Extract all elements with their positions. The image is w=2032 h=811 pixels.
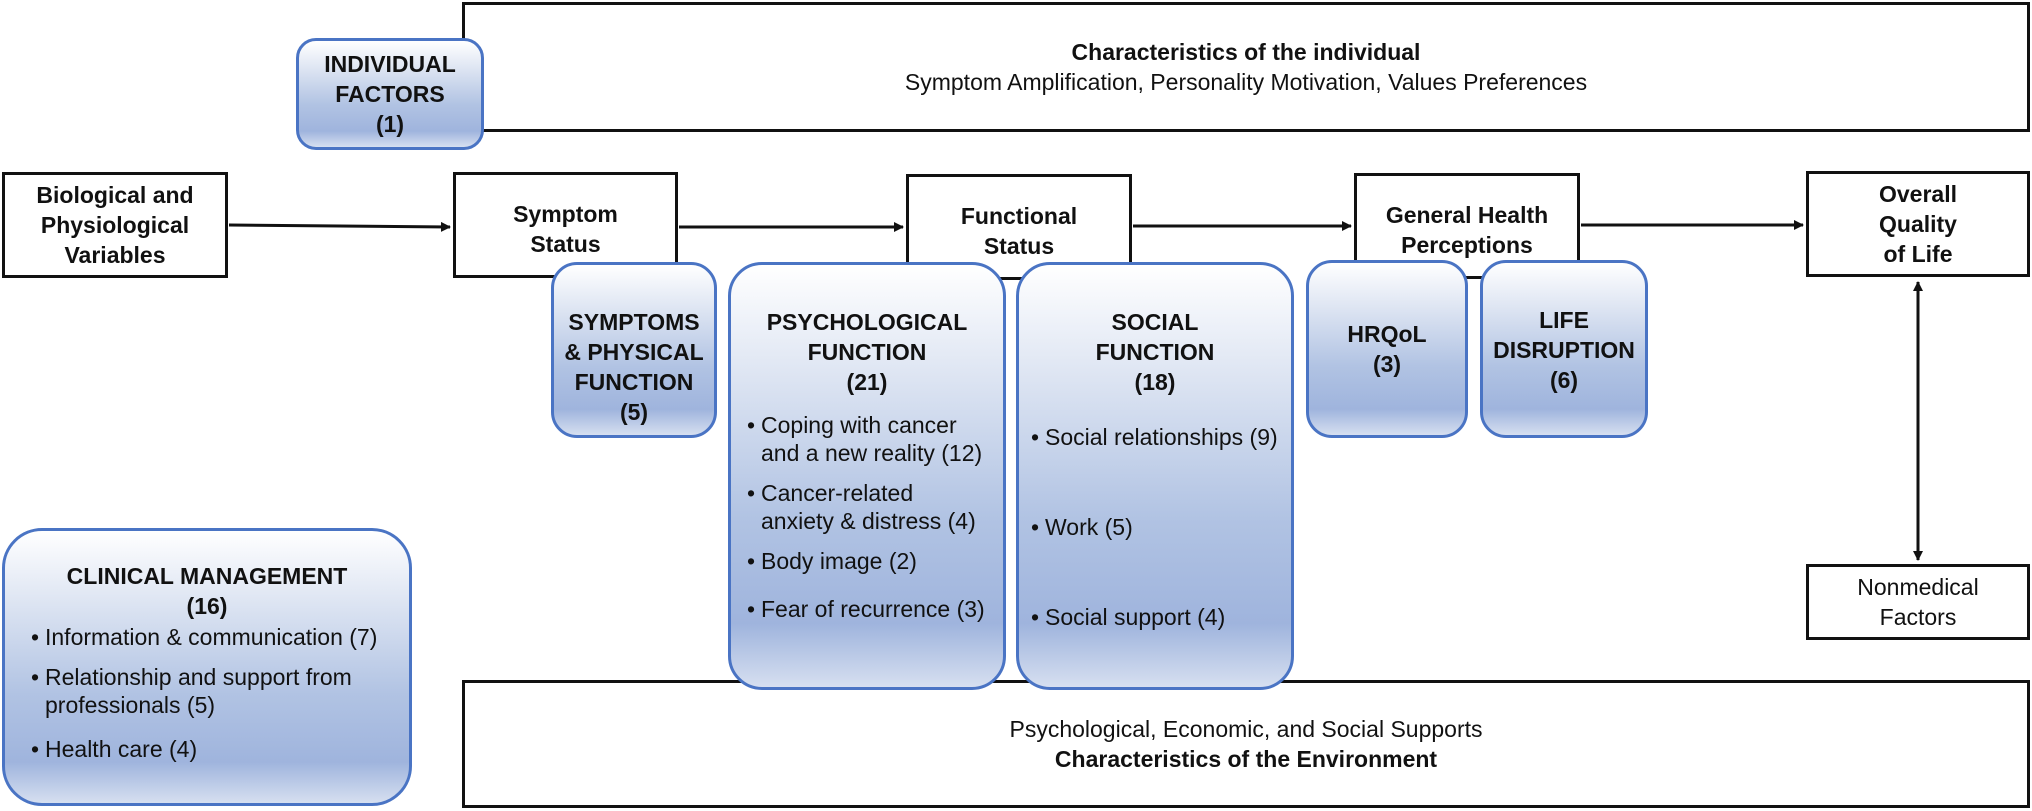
clinical-item-information: Information & communication (7) — [31, 623, 377, 651]
nonmedical-line1: Nonmedical — [1857, 574, 1979, 600]
arrow-bio-to-symptom — [228, 221, 451, 232]
social-function-theme: SOCIAL FUNCTION (18) Social relationship… — [1016, 262, 1294, 690]
hrqol-line1: HRQoL — [1347, 321, 1427, 347]
life-line2: DISRUPTION — [1493, 337, 1635, 363]
overall-line1: Overall — [1879, 181, 1957, 207]
individual-factors-theme: INDIVIDUAL FACTORS (1) — [296, 38, 484, 150]
hrqol-count: (3) — [1372, 351, 1402, 377]
bio-line3: Variables — [64, 242, 166, 268]
symptoms-line3: FUNCTION — [574, 369, 694, 395]
symptom-status-line2: Status — [530, 231, 601, 257]
social-line2: FUNCTION — [1095, 339, 1215, 365]
clinical-line1: CLINICAL MANAGEMENT — [66, 563, 348, 589]
hrqol-theme: HRQoL (3) — [1306, 260, 1468, 438]
psych-line1: PSYCHOLOGICAL — [766, 309, 968, 335]
symptoms-line1: SYMPTOMS — [568, 309, 700, 335]
individual-characteristics-title: Characteristics of the individual — [1071, 39, 1421, 65]
overall-line2: Quality — [1879, 211, 1957, 237]
psych-item-fear: Fear of recurrence (3) — [747, 595, 985, 623]
clinical-item-relationship: Relationship and support from profession… — [31, 663, 377, 719]
psych-item-anxiety: Cancer-related anxiety & distress (4) — [747, 479, 985, 535]
overall-line3: of Life — [1883, 241, 1953, 267]
environment-characteristics-title: Characteristics of the Environment — [1054, 746, 1438, 772]
psych-item-coping: Coping with cancer and a new reality (12… — [747, 411, 985, 467]
general-health-line1: General Health — [1385, 202, 1549, 228]
nonmedical-factors-box: Nonmedical Factors — [1806, 564, 2030, 640]
life-count: (6) — [1549, 367, 1579, 393]
social-item-work: Work (5) — [1031, 513, 1278, 541]
symptoms-physical-function-theme: SYMPTOMS & PHYSICAL FUNCTION (5) — [551, 262, 717, 438]
psych-line2: FUNCTION — [807, 339, 927, 365]
clinical-count: (16) — [186, 593, 228, 619]
environment-characteristics-subtitle: Psychological, Economic, and Social Supp… — [1009, 716, 1483, 742]
functional-status-line2: Status — [983, 233, 1055, 259]
functional-status-line1: Functional — [960, 203, 1078, 229]
individual-characteristics-box: Characteristics of the individual Sympto… — [462, 2, 2030, 132]
symptom-status-line1: Symptom — [513, 201, 618, 227]
psych-item-body-image: Body image (2) — [747, 547, 985, 575]
clinical-item-health-care: Health care (4) — [31, 735, 377, 763]
symptoms-line2: & PHYSICAL — [564, 339, 704, 365]
social-count: (18) — [1134, 369, 1176, 395]
biological-variables-box: Biological and Physiological Variables — [2, 172, 228, 278]
individual-factors-line1: INDIVIDUAL — [324, 51, 456, 77]
general-health-line2: Perceptions — [1401, 232, 1533, 258]
symptoms-count: (5) — [619, 399, 649, 425]
individual-factors-line2: FACTORS — [335, 81, 445, 107]
psych-count: (21) — [846, 369, 888, 395]
life-line1: LIFE — [1539, 307, 1589, 333]
social-item-relationships: Social relationships (9) — [1031, 423, 1278, 451]
individual-factors-count: (1) — [375, 111, 405, 137]
psychological-function-theme: PSYCHOLOGICAL FUNCTION (21) Coping with … — [728, 262, 1006, 690]
clinical-management-theme: CLINICAL MANAGEMENT (16) Information & c… — [2, 528, 412, 806]
social-item-support: Social support (4) — [1031, 603, 1278, 631]
bio-line2: Physiological — [40, 212, 190, 238]
overall-qol-box: Overall Quality of Life — [1806, 171, 2030, 277]
individual-characteristics-subtitle: Symptom Amplification, Personality Motiv… — [904, 69, 1588, 95]
life-disruption-theme: LIFE DISRUPTION (6) — [1480, 260, 1648, 438]
nonmedical-line2: Factors — [1879, 604, 1957, 630]
bio-line1: Biological and — [36, 182, 194, 208]
social-line1: SOCIAL — [1111, 309, 1199, 335]
